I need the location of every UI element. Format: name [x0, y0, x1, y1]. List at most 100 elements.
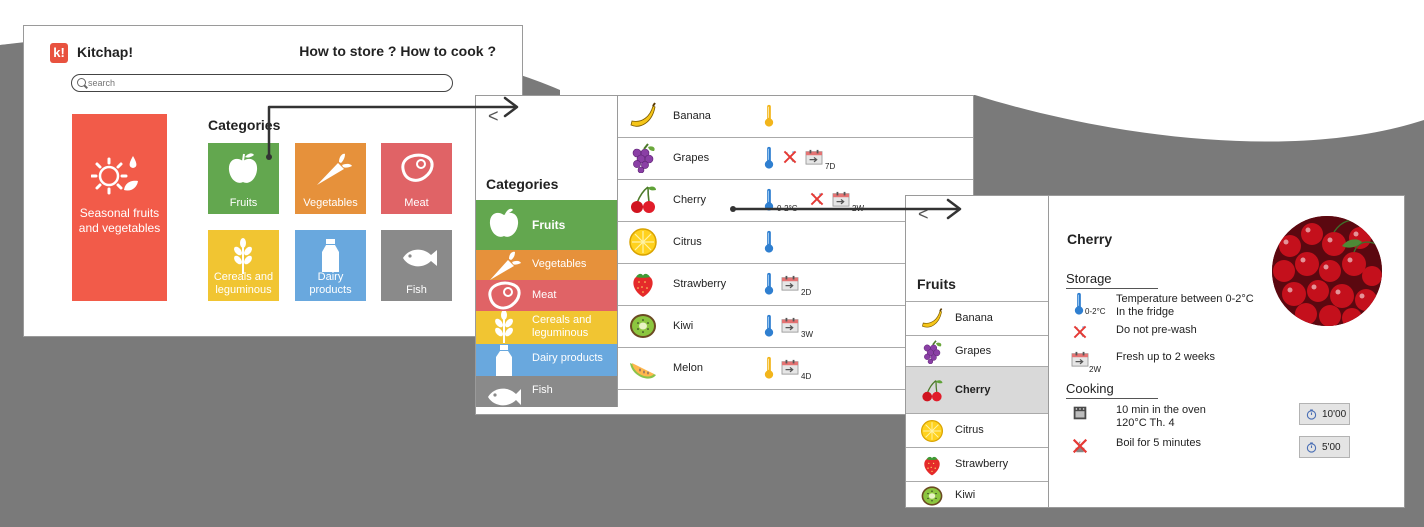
sidebar-category-label: Cereals and leguminous	[532, 314, 592, 339]
sidebar-category-meat[interactable]: Meat	[476, 280, 617, 311]
storage-caption: 2D	[801, 288, 812, 297]
sidebar-category-vegetables[interactable]: Vegetables	[476, 250, 617, 280]
search-bar[interactable]	[71, 74, 453, 92]
sidebar-fruit-banana[interactable]: Banana	[906, 301, 1048, 335]
category-tile-cereals[interactable]: Cereals and leguminous	[208, 230, 279, 301]
storage-text: Temperature between 0-2°C	[1116, 293, 1254, 305]
categories-title: Categories	[208, 117, 281, 133]
thermometer-cold-icon	[1073, 292, 1085, 316]
timer-button[interactable]: 5'00	[1299, 436, 1350, 458]
milk-bottle-icon	[496, 345, 512, 376]
search-input[interactable]	[88, 76, 438, 90]
fish-icon	[488, 388, 521, 406]
timer-value: 5'00	[1322, 442, 1341, 453]
search-icon	[77, 78, 86, 87]
grapes-icon	[628, 143, 658, 173]
thermometer-warm-icon	[763, 356, 775, 380]
category-tile-vegetables[interactable]: Vegetables	[295, 143, 366, 214]
sidebar-category-label: Dairy products	[532, 352, 603, 364]
category-label: Vegetables	[303, 197, 358, 209]
calendar-icon	[781, 317, 799, 333]
strawberry-icon	[628, 269, 658, 299]
wheat-icon	[495, 311, 513, 343]
sidebar-category-fish[interactable]: Fish	[476, 376, 617, 407]
fruit-row[interactable]: Banana	[618, 96, 973, 138]
timer-button[interactable]: 10'00	[1299, 403, 1350, 425]
storage-caption: 0-2°C	[777, 204, 798, 213]
category-label: Fish	[406, 284, 427, 296]
sidebar-title: Fruits	[917, 276, 956, 292]
app-tagline: How to store ? How to cook ?	[299, 43, 496, 59]
thermometer-cold-icon	[763, 314, 775, 338]
no-wash-icon	[808, 191, 826, 207]
fruit-name: Citrus	[673, 236, 702, 248]
category-tile-dairy[interactable]: Dairy products	[295, 230, 366, 301]
cooking-text: 10 min in the oven	[1116, 404, 1206, 416]
app-logo: k!	[50, 43, 68, 63]
thermometer-cold-icon	[763, 272, 775, 296]
thermometer-warm-icon	[763, 104, 775, 128]
timer-value: 10'00	[1322, 409, 1347, 420]
no-boil-icon	[1071, 437, 1089, 455]
sidebar-fruit-citrus[interactable]: Citrus	[906, 413, 1048, 447]
thermometer-cold-icon	[763, 188, 775, 212]
no-wash-icon	[781, 149, 799, 165]
seasonal-label: Seasonal fruits and vegetables	[78, 206, 161, 235]
sidebar-category-label: Vegetables	[532, 258, 587, 270]
cherry-icon	[628, 185, 658, 215]
sidebar-category-label: Meat	[532, 289, 557, 301]
thermometer-cold-icon	[763, 146, 775, 170]
sidebar-fruit-kiwi[interactable]: Kiwi	[906, 481, 1048, 507]
storage-text: Do not pre-wash	[1116, 324, 1197, 336]
carrot-icon	[317, 153, 352, 185]
fruit-name: Cherry	[673, 194, 707, 206]
oven-icon	[1071, 404, 1089, 422]
apple-icon	[228, 153, 258, 183]
back-button[interactable]: <	[488, 106, 499, 126]
fruit-name: Melon	[673, 362, 703, 374]
category-tile-fish[interactable]: Fish	[381, 230, 452, 301]
fruit-row[interactable]: Citrus	[618, 222, 973, 264]
wheat-icon	[234, 238, 252, 274]
sidebar-category-fruits[interactable]: Fruits	[476, 200, 617, 250]
category-label: Dairy products	[309, 271, 352, 296]
strawberry-icon	[920, 453, 944, 477]
fruit-list-screen: < Categories Fruits Vegetables Meat	[475, 95, 974, 415]
steak-icon	[401, 153, 434, 182]
category-tile-meat[interactable]: Meat	[381, 143, 452, 214]
carrot-icon	[490, 251, 521, 280]
fish-icon	[403, 249, 437, 267]
timer-icon	[1306, 409, 1317, 420]
seasonal-tile[interactable]: Seasonal fruits and vegetables	[72, 114, 167, 301]
milk-bottle-icon	[322, 239, 339, 272]
sidebar-fruit-label: Cherry	[955, 384, 991, 396]
sidebar-category-label: Fish	[532, 384, 553, 396]
calendar-icon	[781, 359, 799, 375]
sun-leaf-icon	[91, 156, 138, 195]
sidebar-fruit-grapes[interactable]: Grapes	[906, 335, 1048, 366]
back-button[interactable]: <	[918, 204, 929, 224]
sidebar-fruit-label: Citrus	[955, 424, 984, 436]
sidebar-category-label: Fruits	[532, 218, 566, 232]
home-screen: k! Kitchap! How to store ? How to cook ?…	[23, 25, 523, 337]
fruit-name: Grapes	[673, 152, 710, 164]
kiwi-icon	[628, 311, 658, 341]
banana-icon	[920, 307, 944, 331]
category-label: Fruits	[229, 197, 258, 209]
cooking-text: 120°C Th. 4	[1116, 417, 1175, 429]
sidebar-fruit-label: Banana	[955, 312, 993, 324]
sidebar-category-dairy[interactable]: Dairy products	[476, 344, 617, 376]
citrus-icon	[628, 227, 658, 257]
sidebar-fruit-cherry[interactable]: Cherry	[906, 366, 1048, 413]
sidebar-category-cereals[interactable]: Cereals and leguminous	[476, 311, 617, 344]
sidebar-fruit-strawberry[interactable]: Strawberry	[906, 447, 1048, 481]
category-tile-fruits[interactable]: Fruits	[208, 143, 279, 214]
sidebar-fruit-label: Strawberry	[955, 458, 1009, 470]
category-label: Meat	[404, 197, 429, 209]
